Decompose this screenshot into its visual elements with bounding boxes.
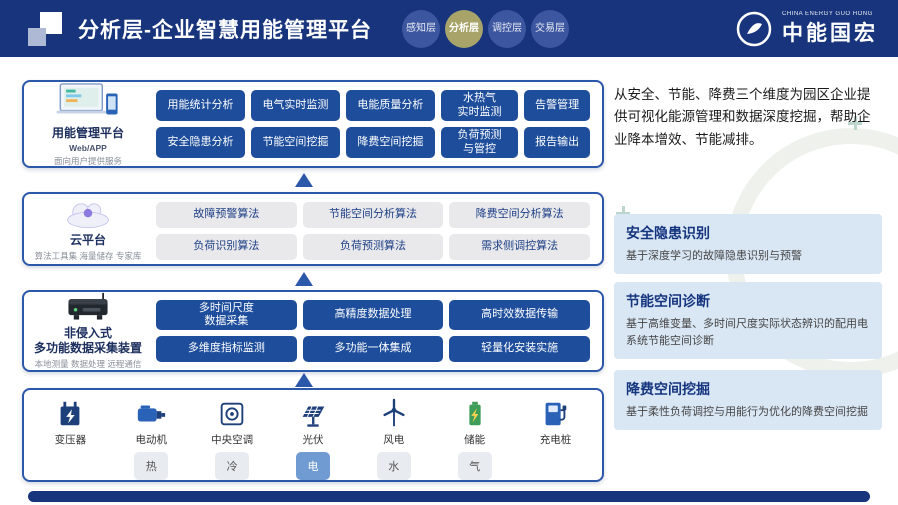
company-brand: CHINA ENERGY GUO HONG 中能国宏 bbox=[734, 9, 878, 49]
cloud-label: 云平台 算法工具集 海量储存 专家库 bbox=[24, 193, 152, 266]
motor-icon bbox=[138, 405, 166, 422]
transformer-icon bbox=[61, 401, 80, 426]
equipment-label: 充电桩 bbox=[539, 434, 572, 446]
feature-chip: 安全隐患分析 bbox=[156, 127, 245, 158]
up-arrow-icon bbox=[295, 373, 313, 387]
card-title: 安全隐患识别 bbox=[626, 225, 710, 241]
algorithm-chip: 故障预警算法 bbox=[156, 202, 297, 228]
air-conditioner-icon bbox=[220, 402, 244, 426]
algorithm-chip: 负荷识别算法 bbox=[156, 234, 297, 260]
card-title: 降费空间挖掘 bbox=[626, 381, 710, 397]
card-title: 节能空间诊断 bbox=[626, 293, 710, 309]
badge-analysis-layer: 分析层 bbox=[445, 9, 483, 48]
plus-decoration bbox=[848, 116, 862, 130]
page-title: 分析层-企业智慧用能管理平台 bbox=[78, 18, 372, 42]
equipment-label: 光伏 bbox=[302, 434, 324, 446]
equipment-label: 储能 bbox=[464, 434, 486, 446]
card-body: 基于柔性负荷调控与用能行为优化的降费空间挖掘 bbox=[626, 406, 868, 418]
capability-chip: 高精度数据处理 bbox=[302, 300, 444, 330]
equipment-row: 变压器 电动机 热 中央空调 冷 bbox=[30, 398, 596, 480]
up-arrow-icon bbox=[295, 173, 313, 187]
company-name-en: CHINA ENERGY GUO HONG bbox=[782, 11, 873, 17]
energy-tag-cold: 冷 bbox=[215, 452, 250, 480]
slide-logo-icon bbox=[26, 10, 64, 48]
device-label: 非侵入式 多功能数据采集装置 本地测量 数据处理 远程通信 bbox=[24, 288, 152, 374]
capability-chip: 多功能一体集成 bbox=[302, 336, 444, 362]
platform-features: 用能统计分析 电气实时监测 电能质量分析 水热气 实时监测 告警管理 安全隐患分… bbox=[152, 82, 602, 166]
equipment-label: 中央空调 bbox=[211, 434, 254, 446]
feature-chip: 降费空间挖掘 bbox=[345, 127, 435, 158]
solar-panel-icon bbox=[302, 406, 325, 427]
capability-chip: 轻量化安装实施 bbox=[449, 336, 590, 362]
plus-decoration bbox=[616, 206, 630, 220]
platform-layer-box: 用能管理平台 Web/APP 面向用户提供服务 用能统计分析 电气实时监测 电能… bbox=[22, 80, 604, 168]
cloud-title: 云平台 bbox=[69, 232, 106, 247]
feature-chip: 用能统计分析 bbox=[156, 90, 245, 121]
device-title: 非侵入式 多功能数据采集装置 bbox=[33, 326, 142, 355]
device-capabilities: 多时间尺度 数据采集 高精度数据处理 高时效数据传输 多维度指标监测 多功能一体… bbox=[152, 292, 602, 370]
company-logo-icon bbox=[736, 11, 772, 47]
equipment-transformer: 变压器 bbox=[33, 398, 107, 447]
platform-label: 用能管理平台 Web/APP 面向用户提供服务 bbox=[24, 78, 152, 171]
capability-chip: 高时效数据传输 bbox=[449, 300, 590, 330]
company-name: CHINA ENERGY GUO HONG 中能国宏 bbox=[782, 11, 878, 47]
energy-tag-gas: 气 bbox=[457, 452, 492, 480]
cloud-sub: 算法工具集 海量储存 专家库 bbox=[34, 250, 142, 261]
cloud-icon bbox=[67, 202, 109, 228]
layer-badges: 感知层 分析层 调控层 交易层 bbox=[402, 9, 569, 48]
device-sub: 本地测量 数据处理 远程通信 bbox=[34, 359, 142, 369]
algorithm-chip: 需求侧调控算法 bbox=[449, 234, 590, 260]
feature-chip: 告警管理 bbox=[524, 90, 590, 121]
feature-chip: 负荷预测 与管控 bbox=[440, 127, 519, 158]
platform-sub1: Web/APP bbox=[69, 142, 107, 153]
footer-bar bbox=[28, 491, 870, 502]
card-cost-reduction: 降费空间挖掘 基于柔性负荷调控与用能行为优化的降费空间挖掘 bbox=[614, 370, 882, 431]
monitor-icon bbox=[56, 82, 118, 114]
badge-control-layer: 调控层 bbox=[488, 9, 526, 48]
platform-title: 用能管理平台 bbox=[51, 125, 124, 140]
feature-chip: 报告输出 bbox=[524, 127, 590, 158]
cloud-layer-box: 云平台 算法工具集 海量储存 专家库 故障预警算法 节能空间分析算法 降费空间分… bbox=[22, 192, 604, 266]
energy-tag-electric: 电 bbox=[295, 452, 330, 480]
up-arrow-icon bbox=[295, 272, 313, 286]
card-body: 基于深度学习的故障隐患识别与预警 bbox=[626, 250, 802, 262]
badge-trade-layer: 交易层 bbox=[531, 9, 569, 48]
intro-paragraph: 从安全、节能、降费三个维度为园区企业提供可视化能源管理和数据深度挖掘，帮助企业降… bbox=[614, 87, 871, 147]
device-layer-box: 非侵入式 多功能数据采集装置 本地测量 数据处理 远程通信 多时间尺度 数据采集… bbox=[22, 290, 604, 372]
equipment-label: 电动机 bbox=[135, 434, 168, 446]
equipment-storage: 储能 气 bbox=[438, 398, 512, 480]
equipment-label: 变压器 bbox=[54, 434, 87, 446]
equipment-label: 风电 bbox=[383, 434, 405, 446]
equipment-motor: 电动机 热 bbox=[114, 398, 188, 480]
data-collector-icon bbox=[68, 292, 108, 320]
algorithm-chip: 降费空间分析算法 bbox=[449, 202, 590, 228]
energy-tag-water: 水 bbox=[376, 452, 411, 480]
platform-sub2: 面向用户提供服务 bbox=[53, 155, 122, 166]
card-body: 基于高维变量、多时间尺度实际状态辨识的配用电系统节能空间诊断 bbox=[626, 318, 868, 348]
equipment-wind: 风电 水 bbox=[357, 398, 431, 480]
feature-chip: 节能空间挖掘 bbox=[250, 127, 340, 158]
badge-perception-layer: 感知层 bbox=[402, 9, 440, 48]
algorithm-chip: 负荷预测算法 bbox=[302, 234, 444, 260]
battery-icon bbox=[468, 401, 481, 426]
capability-chip: 多时间尺度 数据采集 bbox=[156, 300, 297, 330]
charging-pile-icon bbox=[546, 402, 567, 426]
card-energy-saving: 节能空间诊断 基于高维变量、多时间尺度实际状态辨识的配用电系统节能空间诊断 bbox=[614, 282, 882, 360]
feature-chip: 电气实时监测 bbox=[250, 90, 340, 121]
energy-tag-heat: 热 bbox=[134, 452, 169, 480]
algorithm-chip: 节能空间分析算法 bbox=[302, 202, 444, 228]
header: 分析层-企业智慧用能管理平台 感知层 分析层 调控层 交易层 CHINA ENE… bbox=[0, 0, 898, 57]
feature-chip: 电能质量分析 bbox=[345, 90, 435, 121]
equipment-charger: 充电桩 bbox=[518, 398, 592, 447]
equipment-pv: 光伏 电 bbox=[276, 398, 350, 480]
capability-chip: 多维度指标监测 bbox=[156, 336, 297, 362]
equipment-central-ac: 中央空调 冷 bbox=[195, 398, 269, 480]
wind-turbine-icon bbox=[383, 398, 405, 427]
card-safety-hazard: 安全隐患识别 基于深度学习的故障隐患识别与预警 bbox=[614, 214, 882, 275]
feature-chip: 水热气 实时监测 bbox=[440, 90, 519, 121]
company-name-cn: 中能国宏 bbox=[782, 22, 878, 45]
cloud-algorithms: 故障预警算法 节能空间分析算法 降费空间分析算法 负荷识别算法 负荷预测算法 需… bbox=[152, 194, 602, 264]
equipment-layer-box: 变压器 电动机 热 中央空调 冷 bbox=[22, 388, 604, 482]
